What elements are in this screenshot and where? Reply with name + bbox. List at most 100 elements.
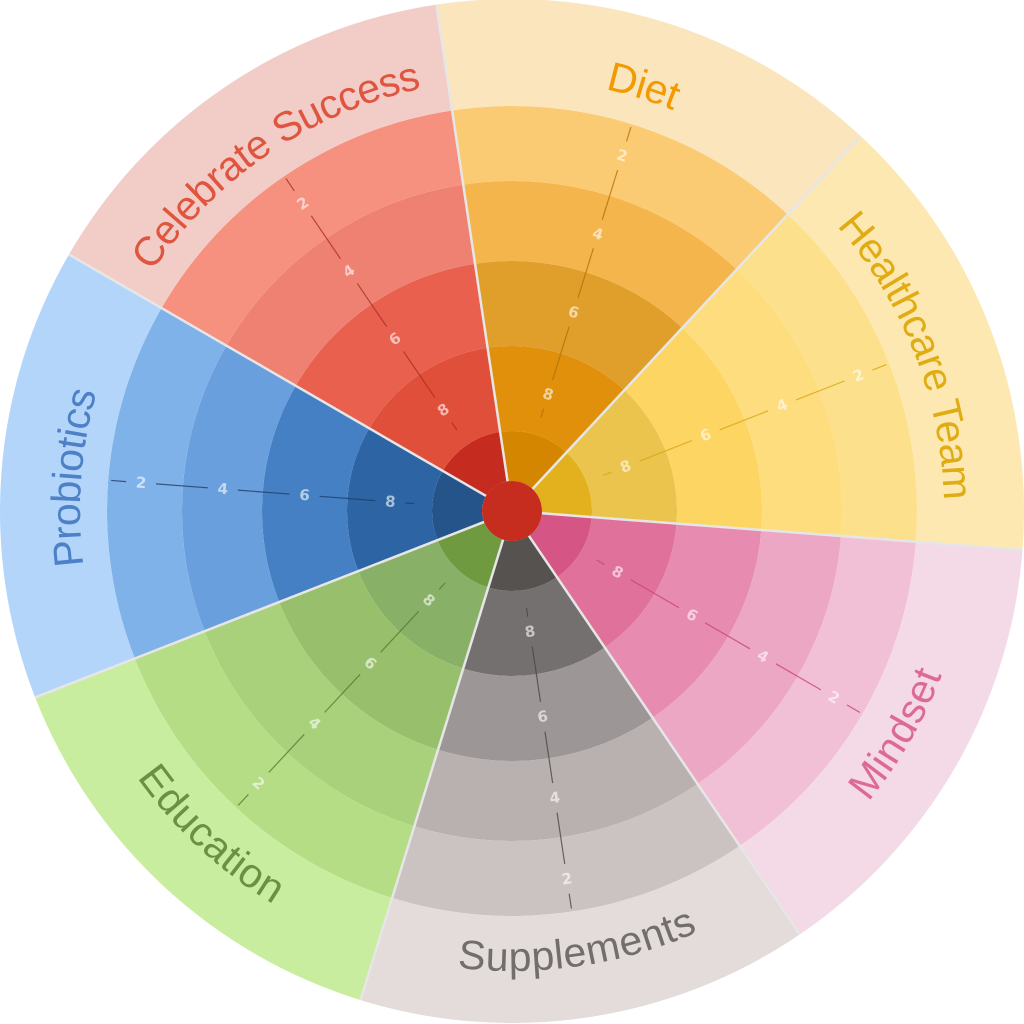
tick-label: 2 <box>560 869 573 888</box>
axis-line <box>310 215 341 260</box>
axis-line <box>438 582 446 590</box>
ring-band-6 <box>787 136 1024 550</box>
sector-mindset <box>528 513 1023 935</box>
ring-band-4 <box>682 269 842 537</box>
ring-band-6 <box>360 845 800 1023</box>
ring-band-5 <box>134 631 415 898</box>
sector-celebrate-success <box>68 4 508 496</box>
sector-diet <box>436 0 861 490</box>
axis-supplements: 8 6 4 2 <box>524 607 573 909</box>
ring-band-5 <box>392 783 740 916</box>
axis-line <box>596 559 605 566</box>
ring-band-1 <box>437 521 504 588</box>
axis-line <box>775 663 822 691</box>
ring-band-3 <box>262 385 370 603</box>
axis-line <box>577 248 594 299</box>
ring-band-3 <box>624 327 762 530</box>
axis-line <box>544 731 554 784</box>
axis-line <box>451 422 458 431</box>
tick-label: 6 <box>536 707 549 726</box>
axis-line <box>237 489 290 495</box>
sector-healthcare-team <box>532 136 1024 550</box>
tick-label: 2 <box>614 146 629 166</box>
ring-band-3 <box>438 647 653 761</box>
axis-line <box>625 126 632 142</box>
ring-band-5 <box>107 308 227 659</box>
axis-line <box>531 646 542 702</box>
ring-band-3 <box>475 260 683 391</box>
axis-line <box>639 440 692 462</box>
axis-line <box>319 495 376 502</box>
axis-line <box>268 733 305 773</box>
ring-band-6 <box>68 4 453 309</box>
ring-band-5 <box>452 106 788 270</box>
ring-band-3 <box>295 263 488 429</box>
ring-band-4 <box>226 184 476 386</box>
sector-divider <box>527 535 801 936</box>
separators <box>34 4 1023 1001</box>
axis-line <box>155 483 208 489</box>
ring-band-6 <box>35 658 393 1001</box>
ring-band-4 <box>463 181 737 328</box>
sector-divider <box>541 512 1023 552</box>
axis-line <box>405 502 415 505</box>
ring-band-4 <box>652 529 842 784</box>
ring-band-6 <box>739 541 1023 935</box>
axis-diet: 8 6 4 2 <box>540 126 632 418</box>
center-hub <box>482 481 542 541</box>
axis-line <box>630 579 680 609</box>
axis-line <box>603 471 612 476</box>
sector-supplements <box>360 535 800 1023</box>
sector-divider <box>68 253 487 498</box>
tick-label: 6 <box>299 486 311 505</box>
ring-band-1 <box>528 513 592 578</box>
axis-line <box>402 351 436 399</box>
tick-label: 6 <box>566 302 581 322</box>
ring-band-5 <box>161 110 464 346</box>
ring-band-4 <box>182 345 296 632</box>
axis-line <box>111 479 127 483</box>
ring-band-3 <box>604 523 762 718</box>
axis-line <box>551 326 570 381</box>
axis-line <box>704 622 751 650</box>
axis-line <box>556 812 566 865</box>
axis-line <box>601 169 619 220</box>
ring-band-6 <box>0 254 162 698</box>
ring-band-2 <box>369 347 501 471</box>
axis-line <box>846 704 861 713</box>
axis-line <box>540 408 545 418</box>
axis-line <box>285 178 295 192</box>
ring-band-1 <box>500 431 567 490</box>
sector-education <box>35 521 504 1001</box>
ring-band-2 <box>358 540 489 669</box>
sector-divider <box>34 520 485 699</box>
sector-divider <box>435 4 509 482</box>
ring-band-2 <box>556 517 677 648</box>
sector-divider <box>359 539 505 1001</box>
tick-label: 4 <box>548 788 561 807</box>
tick-label: 8 <box>384 492 396 511</box>
ring-band-5 <box>697 536 916 846</box>
ring-band-1 <box>488 535 557 591</box>
axis-line <box>356 283 388 327</box>
ring-band-4 <box>414 717 698 841</box>
axis-line <box>719 410 769 431</box>
tick-label: 8 <box>540 384 555 404</box>
ring-band-4 <box>204 602 439 827</box>
ring-band-1 <box>532 452 592 518</box>
axis-line <box>525 607 529 617</box>
axis-line <box>380 610 420 653</box>
axis-line <box>324 673 361 713</box>
tick-label: 8 <box>524 622 537 641</box>
ring-band-3 <box>279 571 464 750</box>
ring-band-2 <box>347 428 443 572</box>
ring-band-2 <box>463 577 605 676</box>
tick-label: 4 <box>217 480 229 499</box>
tick-label: 4 <box>590 224 605 244</box>
axis-line <box>237 793 249 806</box>
axis-line <box>872 364 887 371</box>
sector-probiotics <box>0 254 487 698</box>
